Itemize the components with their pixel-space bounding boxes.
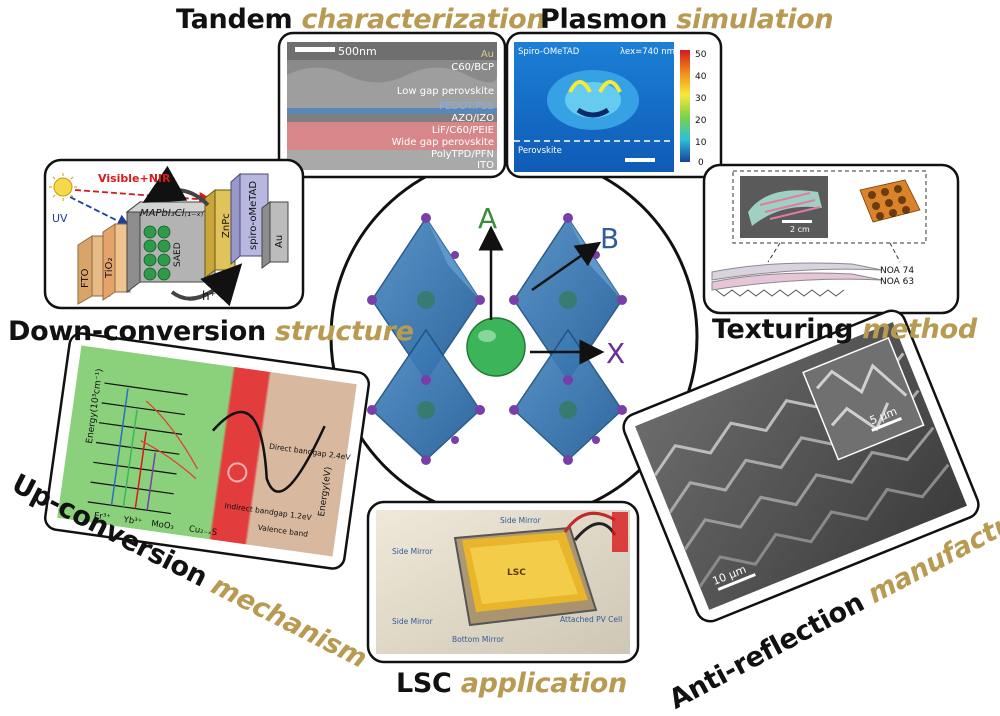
texturing-panel — [702, 163, 960, 315]
au-label: Au — [274, 235, 285, 248]
plasmon-spiro: Spiro-OMeTAD — [518, 47, 580, 57]
sem-scale-inset: 5 μm — [868, 405, 899, 428]
lsc-label: Side Mirror — [392, 547, 434, 556]
title-down-conversion: Down-conversion structure — [8, 318, 414, 345]
sem-scale-main: 10 μm — [711, 563, 749, 588]
label-a: A — [478, 202, 497, 235]
colorbar-tick: 40 — [695, 72, 707, 82]
ion-label: MoO₃ — [151, 519, 175, 532]
title-accent: application — [460, 668, 628, 699]
electron-label: e⁻ — [163, 185, 177, 199]
lsc-label: Attached PV Cell — [560, 615, 622, 624]
tandem-layer: PEDOT:PSS — [439, 101, 494, 112]
direct-bandgap-label: Direct bandgap 2.4eV — [269, 442, 352, 462]
tio2-label: TiO₂ — [104, 258, 115, 279]
title-texturing: Texturing method — [712, 316, 977, 343]
plasmon-wavelength: λex=740 nm — [620, 47, 675, 57]
title-keyword: LSC — [396, 668, 452, 699]
label-b: B — [600, 222, 619, 255]
colorbar-tick: 50 — [695, 50, 707, 60]
lsc-label: Side Mirror — [500, 516, 542, 525]
tandem-layer: AZO/IZO — [451, 113, 494, 124]
tandem-layer: Wide gap perovskite — [392, 137, 494, 148]
tandem-layer-labels: Au C60/BCP Low gap perovskite PEDOT:PSS … — [392, 49, 495, 171]
tandem-layer: LiF/C60/PEIE — [432, 125, 494, 136]
perovskite-structure — [329, 152, 699, 522]
tandem-scale: 500nm — [338, 45, 377, 58]
tandem-layer: C60/BCP — [451, 62, 494, 73]
indirect-bandgap-label: Indirect bandgap 1.2eV — [224, 501, 313, 522]
lsc-label: Bottom Mirror — [452, 635, 505, 644]
lsc-labels: Side Mirror Side Mirror Side Mirror Bott… — [392, 516, 622, 644]
tandem-layer: ITO — [477, 160, 494, 171]
up-conversion-panel — [43, 332, 371, 570]
title-tandem: Tandem characterization — [176, 4, 546, 35]
tandem-panel — [277, 31, 507, 179]
title-accent: simulation — [676, 4, 834, 35]
uv-label: UV — [52, 212, 68, 225]
ion-label: Cu₂₋ₓS — [188, 524, 218, 538]
hole-label: h⁺ — [202, 289, 216, 303]
znpc-label: ZnPc — [221, 213, 232, 238]
up-yaxis-label: Energy(10³cm⁻¹) — [85, 368, 105, 444]
valence-band-label: Valence band — [257, 523, 309, 539]
title-plasmon: Plasmon simulation — [540, 4, 834, 35]
tandem-layer: Au — [481, 49, 494, 60]
lsc-label: Side Mirror — [392, 617, 434, 626]
ion-label: Er³⁺ — [93, 511, 111, 523]
lsc-center-label: LSC — [507, 568, 526, 578]
noa63-label: NOA 63 — [880, 277, 914, 287]
title-keyword: Texturing — [712, 314, 854, 345]
fto-label: FTO — [80, 268, 91, 288]
colorbar — [680, 50, 690, 162]
colorbar-tick: 0 — [698, 158, 704, 168]
title-keyword: Plasmon — [540, 4, 668, 35]
quantum-dots — [143, 225, 171, 281]
title-accent: characterization — [301, 4, 546, 35]
spiro-label: spiro-oMeTAD — [248, 181, 259, 250]
b-site-atoms — [417, 291, 577, 419]
visible-nir-label: Visible+NIR — [98, 172, 171, 185]
tandem-layer: PolyTPD/PFN — [431, 149, 494, 160]
title-lsc: LSC application — [396, 670, 627, 697]
colorbar-tick: 30 — [695, 94, 707, 104]
title-keyword: Tandem — [176, 4, 293, 35]
plasmon-perovskite: Perovskite — [518, 146, 562, 156]
colorbar-tick: 10 — [695, 138, 707, 148]
noa74-label: NOA 74 — [880, 266, 914, 276]
colorbar-ticks: 50 40 30 20 10 0 — [695, 50, 707, 168]
saed-label: SAED — [173, 242, 183, 267]
lsc-panel — [366, 500, 640, 664]
label-x: X — [606, 337, 625, 370]
title-accent: structure — [275, 316, 414, 347]
up-yaxis-right-label: Energy(eV) — [317, 466, 334, 517]
absorber-label: MAPbI₃Cl₍₁₋ₓ₎ — [140, 208, 204, 219]
colorbar-tick: 20 — [695, 116, 707, 126]
tandem-layer: Low gap perovskite — [397, 86, 494, 97]
down-conversion-panel — [43, 158, 305, 310]
texturing-scale: 2 cm — [790, 225, 810, 234]
ion-label: Yb³⁺ — [122, 515, 143, 528]
title-keyword: Down-conversion — [8, 316, 266, 347]
sun-icon — [49, 173, 77, 201]
title-accent: method — [862, 314, 977, 345]
anti-reflection-panel — [622, 309, 980, 623]
plasmon-panel — [505, 31, 723, 179]
arrow-b — [531, 241, 602, 292]
